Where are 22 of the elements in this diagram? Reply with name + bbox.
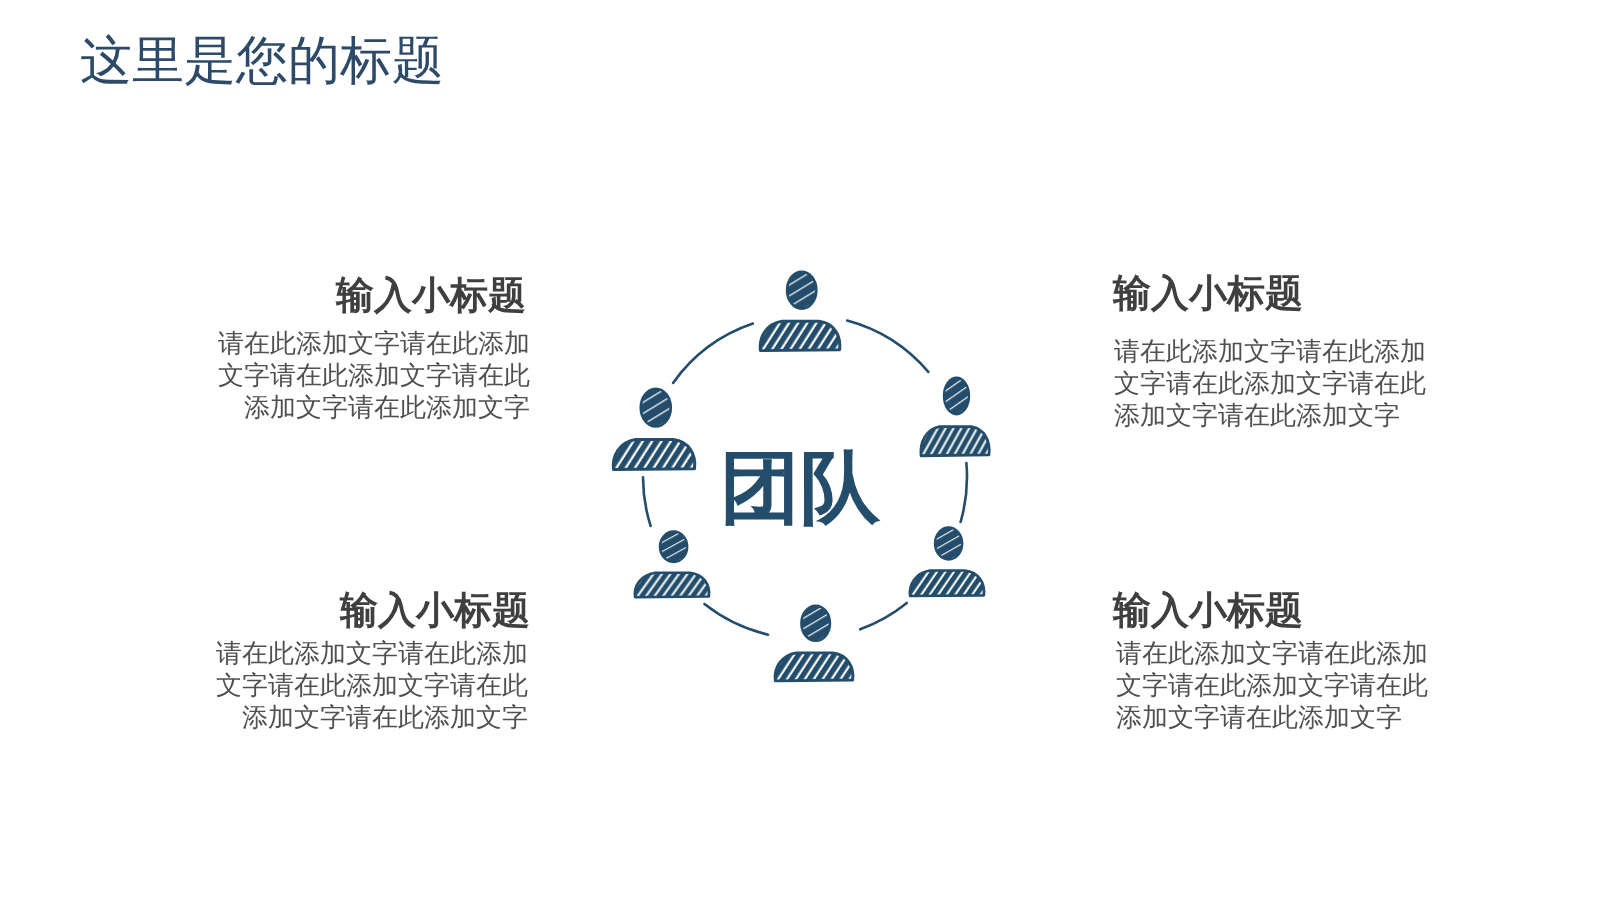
body-text: 请在此添加文字请在此添加文字请在此添加文字请在此添加文字请在此添加文字 <box>1114 335 1427 431</box>
person-icon <box>918 376 992 459</box>
person-icon <box>772 604 856 684</box>
connector-arc <box>641 475 652 528</box>
person-icon <box>632 530 712 600</box>
subheading: 输入小标题 <box>340 588 530 634</box>
connector-arc <box>845 319 930 374</box>
person-icon <box>610 387 698 473</box>
subheading: 输入小标题 <box>1113 271 1303 317</box>
connector-arc <box>703 602 770 636</box>
connector-arc <box>671 322 755 385</box>
body-text: 请在此添加文字请在此添加文字请在此添加文字请在此添加文字请在此添加文字 <box>217 327 530 423</box>
person-icon <box>907 526 987 599</box>
center-heading: 团队 <box>720 448 880 528</box>
connector-arc <box>959 461 969 524</box>
body-text: 请在此添加文字请在此添加文字请在此添加文字请在此添加文字请在此添加文字 <box>1116 637 1429 733</box>
body-text: 请在此添加文字请在此添加文字请在此添加文字请在此添加文字请在此添加文字 <box>215 637 528 733</box>
connector-arc <box>858 601 909 631</box>
slide-title: 这里是您的标题 <box>80 29 444 92</box>
subheading: 输入小标题 <box>1113 588 1303 634</box>
subheading: 输入小标题 <box>336 273 526 319</box>
person-icon <box>757 270 843 354</box>
